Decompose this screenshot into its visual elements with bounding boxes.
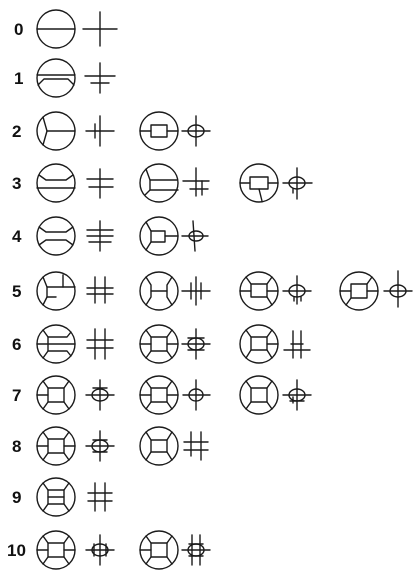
- diagram-row: 10: [7, 530, 211, 570]
- section-circle-diagram: [36, 530, 76, 570]
- section-circle-diagram: [239, 271, 279, 311]
- row-label: 4: [12, 227, 22, 246]
- cross-diagram: [181, 328, 211, 360]
- section-circle-diagram: [36, 375, 76, 415]
- cross-diagram: [283, 330, 311, 359]
- row-label: 10: [7, 541, 26, 560]
- section-circle-diagram: [139, 163, 179, 203]
- section-circle-diagram: [36, 58, 76, 98]
- cross-diagram: [282, 379, 312, 411]
- row-label: 7: [12, 386, 21, 405]
- section-circle-diagram: [36, 9, 76, 49]
- row-label: 0: [14, 20, 23, 39]
- cross-diagram: [82, 11, 118, 47]
- section-circle-diagram: [139, 216, 179, 256]
- cross-diagram: [86, 328, 114, 360]
- cross-diagram: [182, 379, 211, 411]
- section-circle-diagram: [239, 375, 279, 415]
- section-circle-diagram: [139, 530, 179, 570]
- cross-diagram: [181, 276, 211, 306]
- diagram-row: 8: [12, 426, 209, 466]
- cross-diagram: [85, 115, 115, 147]
- cross-diagram: [383, 270, 413, 308]
- cross-diagram: [86, 276, 114, 304]
- diagram-row: 6: [12, 324, 311, 364]
- cross-diagram: [181, 220, 209, 252]
- row-label: 3: [12, 174, 21, 193]
- cross-diagram: [183, 431, 209, 461]
- cross-diagram: [181, 534, 211, 566]
- section-circle-diagram: [239, 163, 279, 203]
- diagram-row: 0: [14, 9, 118, 49]
- diagram-row: 1: [14, 58, 116, 98]
- row-label: 8: [12, 437, 21, 456]
- row-label: 1: [14, 69, 23, 88]
- section-circle-diagram: [139, 375, 179, 415]
- cross-diagram: [181, 115, 211, 147]
- section-circle-diagram: [36, 426, 76, 466]
- section-circle-diagram: [36, 111, 76, 151]
- section-circle-diagram: [36, 216, 76, 256]
- cross-diagram: [182, 167, 210, 197]
- cross-diagram: [86, 220, 114, 252]
- row-label: 5: [12, 282, 21, 301]
- section-circle-diagram: [36, 163, 76, 203]
- cross-diagram: [282, 275, 312, 305]
- diagram-row: 9: [12, 477, 113, 517]
- section-circle-diagram: [36, 324, 76, 364]
- section-circle-diagram: [36, 477, 76, 517]
- section-circle-diagram: [139, 426, 179, 466]
- row-label: 2: [12, 122, 21, 141]
- diagram-row: 7: [12, 375, 312, 415]
- section-circle-diagram: [139, 271, 179, 311]
- section-circle-diagram: [239, 324, 279, 364]
- cross-diagram: [85, 534, 115, 566]
- cross-diagram: [85, 379, 115, 411]
- row-label: 6: [12, 335, 21, 354]
- cross-diagram: [85, 430, 115, 462]
- diagram-row: 4: [12, 216, 209, 256]
- cross-diagram: [86, 168, 114, 199]
- cross-diagram: [87, 482, 113, 512]
- diagram-row: 5: [12, 270, 413, 311]
- section-circle-diagram: [36, 271, 76, 311]
- section-circle-diagram: [339, 271, 379, 311]
- section-circle-diagram: [139, 324, 179, 364]
- cross-diagram: [84, 62, 116, 94]
- section-circle-diagram: [139, 111, 179, 151]
- row-label: 9: [12, 488, 21, 507]
- diagram-row: 2: [12, 111, 211, 151]
- diagram-row: 3: [12, 163, 313, 203]
- cross-diagram: [282, 167, 313, 200]
